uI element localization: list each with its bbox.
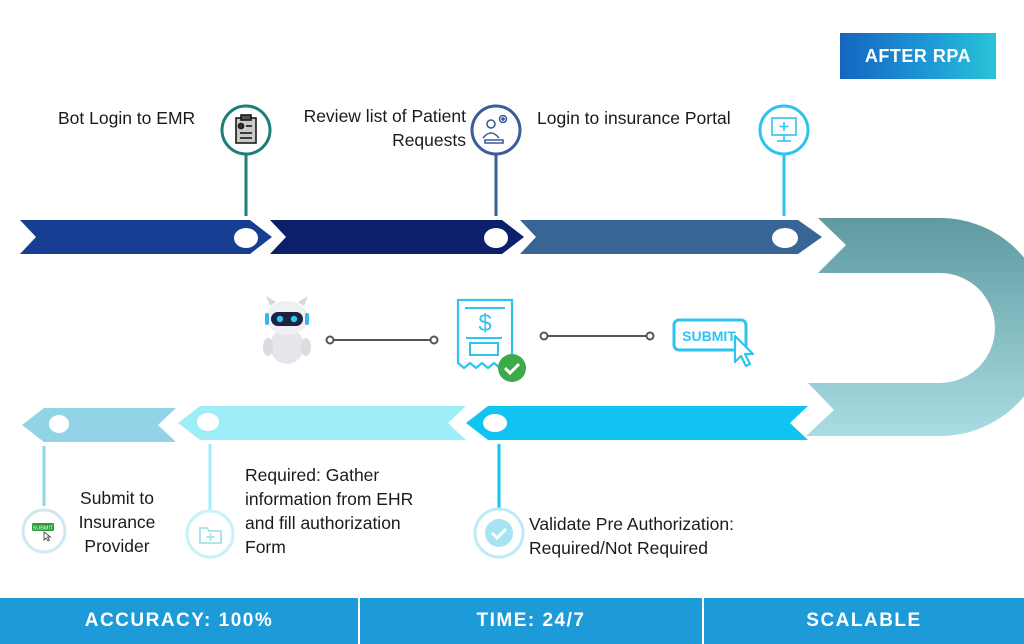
node-top-2 [484, 228, 508, 248]
metrics-footer: ACCURACY: 100% TIME: 24/7 SCALABLE [0, 598, 1024, 644]
patient-chart-icon [235, 114, 257, 144]
receipt-check-icon: $ [456, 298, 526, 382]
scalable-metric: SCALABLE [702, 598, 1024, 644]
step-review-requests-label: Review list of Patient Requests [303, 106, 466, 150]
submit-cursor-icon: SUBMIT [672, 318, 755, 368]
connector-robot-receipt [325, 335, 439, 345]
node-top-3 [772, 228, 798, 248]
step-bot-login-label: Bot Login to EMR [58, 108, 196, 128]
svg-text:$: $ [478, 310, 491, 337]
svg-text:SUBMIT: SUBMIT [33, 526, 54, 532]
process-flow-diagram: SUBMIT $ [20, 104, 1024, 559]
time-metric: TIME: 24/7 [358, 598, 702, 644]
top-arrow-1 [20, 220, 272, 254]
robot-icon [263, 296, 311, 364]
patient-requests-icon [482, 114, 508, 144]
bottom-arrow-2 [178, 406, 466, 440]
step-submit-provider-label: Submit to Insurance Provider [78, 488, 156, 556]
bottom-arrow-1 [22, 408, 176, 442]
svg-text:SUBMIT: SUBMIT [682, 328, 736, 344]
submit-button-icon: SUBMIT [32, 523, 54, 542]
node-top-1 [234, 228, 258, 248]
node-bottom-3 [483, 414, 507, 432]
bottom-arrow-3 [466, 406, 808, 440]
folder-plus-icon [199, 527, 222, 544]
check-circle-icon [485, 519, 513, 547]
connector-receipt-submit [539, 331, 655, 341]
top-arrow-3 [520, 220, 822, 254]
node-bottom-2 [197, 413, 219, 431]
pin-top-2 [470, 104, 522, 156]
u-turn-connector [806, 218, 1024, 436]
step-validate-label: Validate Pre Authorization: Required/Not… [529, 514, 734, 558]
step-gather-information-label: Required: Gather information from EHR an… [245, 465, 414, 557]
step-insurance-portal-label: Login to insurance Portal [537, 108, 731, 128]
accuracy-metric: ACCURACY: 100% [0, 598, 358, 644]
after-rpa-badge: AFTER RPA [840, 33, 996, 79]
node-bottom-1 [49, 415, 69, 433]
insurance-portal-icon [771, 117, 797, 142]
top-arrow-2 [270, 220, 524, 254]
